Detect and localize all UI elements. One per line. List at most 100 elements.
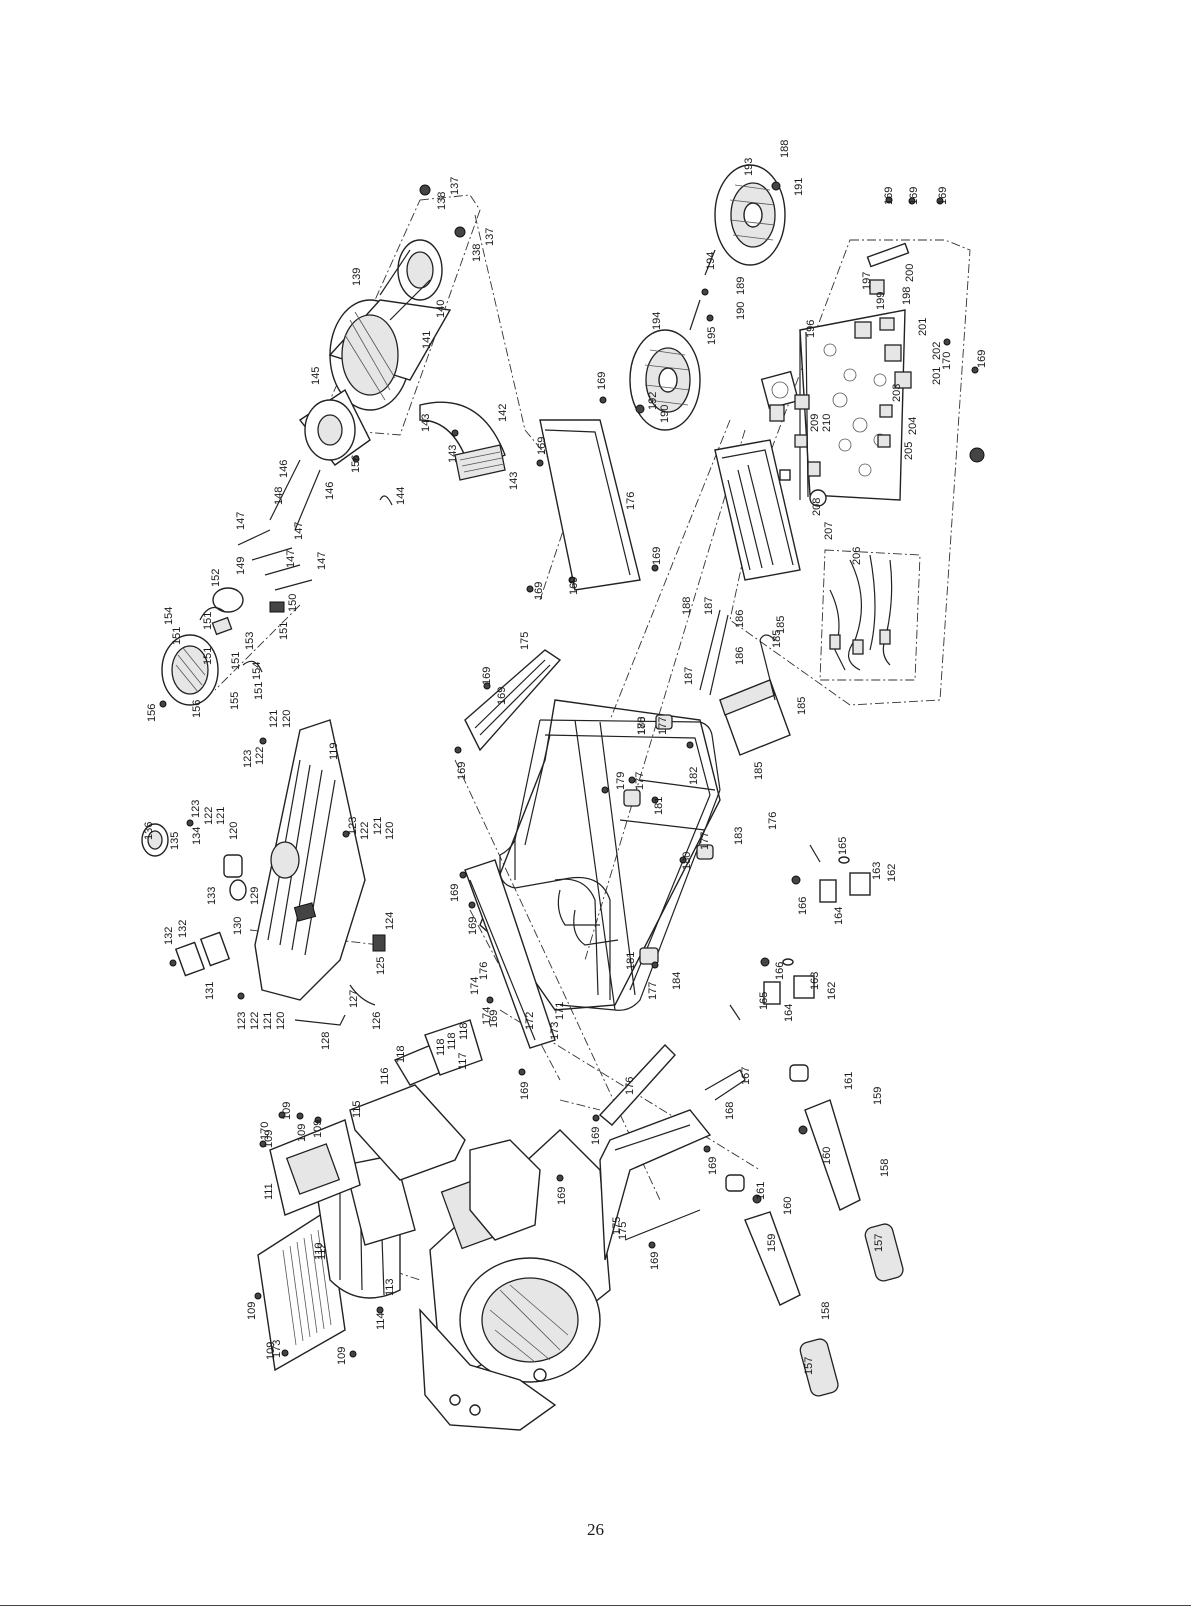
callout-label: 112 <box>316 1242 328 1260</box>
callout-label: 132 <box>177 920 189 938</box>
callout-label: 133 <box>206 887 218 905</box>
callout-label: 123 <box>347 817 359 835</box>
callout-label: 175 <box>519 632 531 650</box>
callout-label: 127 <box>348 990 360 1008</box>
callout-label: 122 <box>203 807 215 825</box>
callout-label: 115 <box>351 1100 363 1118</box>
callout-label: 190 <box>659 405 671 423</box>
callout-label: 185 <box>796 697 808 715</box>
callout-label: 189 <box>735 277 747 295</box>
rear-cover-parts <box>161 587 285 706</box>
callout-label: 135 <box>169 832 181 850</box>
callout-label: 169 <box>590 1127 602 1145</box>
callout-label: 163 <box>809 972 821 990</box>
callout-label: 119 <box>328 742 340 760</box>
callout-label: 209 <box>809 414 821 432</box>
callout-label: 175 <box>617 1222 629 1240</box>
callout-label: 201 <box>931 367 943 385</box>
callout-label: 179 <box>615 772 627 790</box>
callout-label: 171 <box>554 1002 566 1020</box>
callout-label: 164 <box>833 907 845 925</box>
callout-label: 181 <box>625 952 637 970</box>
callout-label: 123 <box>190 800 202 818</box>
callout-label: 169 <box>883 187 895 205</box>
control-panel-group-outline <box>729 239 971 706</box>
callout-label: 177 <box>647 982 659 1000</box>
callout-label: 186 <box>734 647 746 665</box>
callout-label: 113 <box>384 1278 396 1296</box>
handles <box>704 1064 904 1397</box>
callout-label: 159 <box>872 1087 884 1105</box>
callout-label: 184 <box>671 972 683 990</box>
callout-label: 194 <box>705 252 717 270</box>
control-panel <box>760 242 985 507</box>
callout-label: 196 <box>805 320 817 338</box>
callout-label: 191 <box>793 178 805 196</box>
callout-label: 169 <box>649 1252 661 1270</box>
support-legs <box>729 844 871 1021</box>
callout-label: 178 <box>636 717 648 735</box>
callout-label: 194 <box>651 312 663 330</box>
callout-label: 109 <box>263 1130 275 1148</box>
callout-label: 198 <box>901 287 913 305</box>
callout-label: 151 <box>230 652 242 670</box>
page-number: 26 <box>587 1520 604 1539</box>
callout-label: 206 <box>851 547 863 565</box>
callout-label: 160 <box>782 1197 794 1215</box>
panel-box <box>714 439 801 581</box>
callout-label: 168 <box>724 1102 736 1120</box>
callout-label: 170 <box>259 1122 271 1140</box>
callout-label: 162 <box>886 864 898 882</box>
callout-label: 147 <box>235 512 247 530</box>
callout-label: 109 <box>312 1120 324 1138</box>
callout-label: 177 <box>657 717 669 735</box>
callout-label: 157 <box>803 1357 815 1375</box>
callout-label: 180 <box>636 717 648 735</box>
callout-label: 146 <box>324 482 336 500</box>
callout-label: 140 <box>435 300 447 318</box>
callout-label: 193 <box>743 158 755 176</box>
callout-label: 173 <box>549 1022 561 1040</box>
callout-label: 167 <box>740 1067 752 1085</box>
callout-label: 169 <box>556 1187 568 1205</box>
callout-label: 185 <box>771 630 783 648</box>
callout-label: 161 <box>755 1182 767 1200</box>
callout-label: 122 <box>254 747 266 765</box>
engine-mounts <box>601 714 714 969</box>
callout-label: 130 <box>232 917 244 935</box>
callout-label: 182 <box>688 767 700 785</box>
callout-label: 169 <box>481 667 493 685</box>
callout-label: 114 <box>375 1312 387 1330</box>
callout-label: 177 <box>634 772 646 790</box>
callout-label: 123 <box>236 1012 248 1030</box>
callout-label: 186 <box>734 610 746 628</box>
callout-label: 118 <box>446 1032 458 1050</box>
callout-label: 121 <box>215 807 227 825</box>
callout-label: 176 <box>625 492 637 510</box>
callout-label: 158 <box>820 1302 832 1320</box>
callout-label: 116 <box>379 1067 391 1085</box>
callout-label: 109 <box>296 1124 308 1142</box>
callout-label: 143 <box>508 472 520 490</box>
callout-label: 176 <box>624 1077 636 1095</box>
callout-label: 161 <box>843 1072 855 1090</box>
engine-assembly <box>419 1129 611 1431</box>
callout-label: 146 <box>278 460 290 478</box>
callout-label: 141 <box>421 331 433 349</box>
callout-label: 154 <box>251 662 263 680</box>
callout-label: 169 <box>536 437 548 455</box>
callout-label: 157 <box>873 1234 885 1252</box>
callout-label: 192 <box>647 392 659 410</box>
callout-label: 169 <box>651 547 663 565</box>
callout-label: 152 <box>210 569 222 587</box>
callout-label: 126 <box>371 1012 383 1030</box>
callout-label: 199 <box>875 292 887 310</box>
callout-label: 151 <box>202 647 214 665</box>
callout-label: 131 <box>204 982 216 1000</box>
callout-label: 166 <box>797 897 809 915</box>
callout-label: 134 <box>191 827 203 845</box>
callout-label: 150 <box>287 594 299 612</box>
muffler-parts <box>257 1019 483 1372</box>
callout-label: 172 <box>524 1012 536 1030</box>
